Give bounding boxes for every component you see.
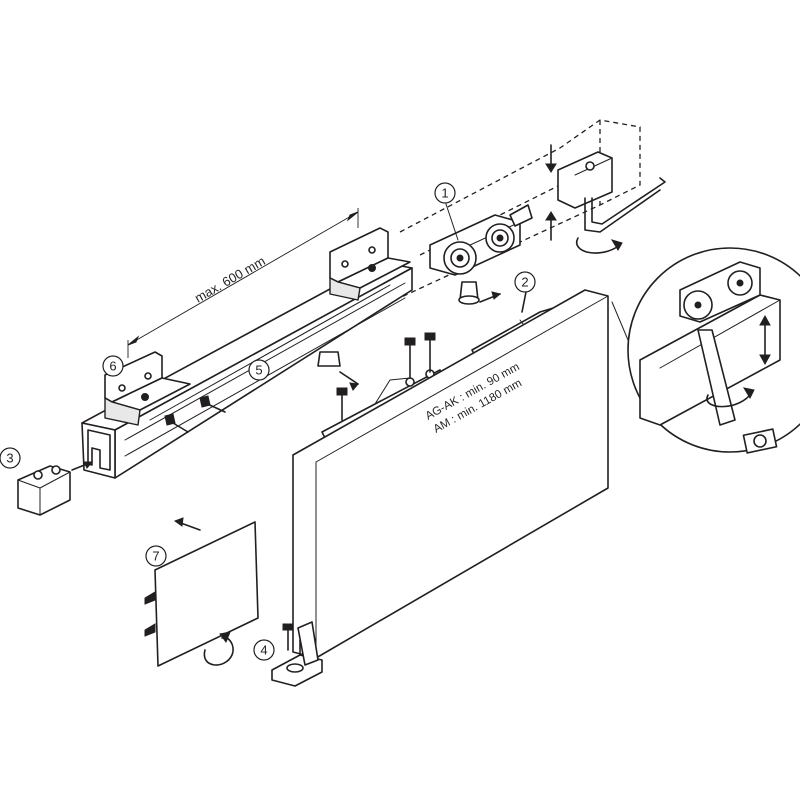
roller-carriage — [429, 204, 533, 305]
callout-7-label: 7 — [152, 549, 159, 564]
callout-1-label: 1 — [441, 186, 448, 201]
callout-7: 7 — [145, 545, 167, 567]
callout-2: 2 — [514, 271, 536, 293]
end-stop — [17, 461, 94, 516]
guide-plate — [144, 517, 259, 667]
callout-5-label: 5 — [255, 363, 262, 378]
callout-3-label: 3 — [6, 451, 13, 466]
track-continuation-dashed — [394, 119, 641, 301]
door-screws — [336, 332, 436, 421]
adjustment-key — [545, 144, 666, 254]
callout-4-label: 4 — [260, 643, 267, 658]
callout-5: 5 — [248, 359, 270, 381]
callout-4: 4 — [253, 639, 275, 661]
floor-guide — [271, 621, 323, 687]
callout-2-label: 2 — [521, 275, 528, 290]
detail-inset — [611, 247, 800, 454]
callout-6: 6 — [102, 355, 124, 377]
mounting-bracket-front — [104, 351, 191, 426]
callout-1: 1 — [434, 182, 459, 241]
callout-6-label: 6 — [109, 359, 116, 374]
door-panel — [292, 289, 609, 659]
dimension-label: max. 600 mm — [192, 253, 268, 305]
mounting-bracket-rear — [329, 227, 411, 301]
callout-3: 3 — [0, 447, 21, 469]
rail-screws — [164, 395, 226, 433]
